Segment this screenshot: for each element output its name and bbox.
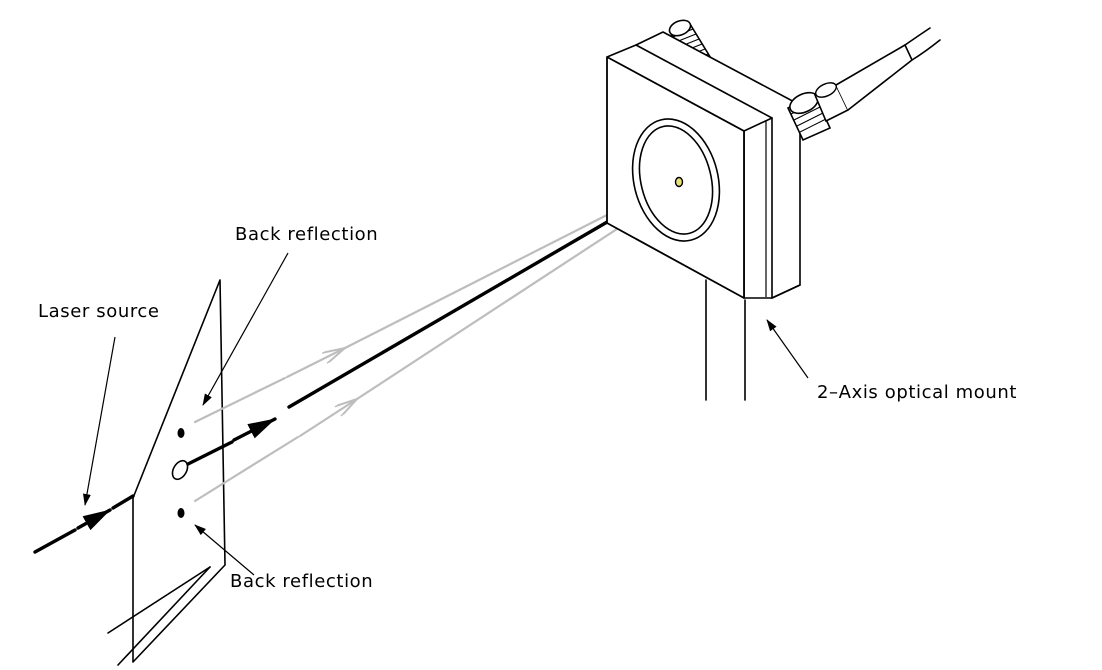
leader-back-reflection-bottom <box>194 524 255 576</box>
mount-front-plate <box>606 44 773 299</box>
fiber-core <box>674 176 684 188</box>
back-reflection-beam-upper <box>193 185 664 424</box>
label-back-reflection-bottom: Back reflection <box>230 571 373 592</box>
incoming-laser-beam <box>33 494 135 554</box>
leader-back-reflection-top <box>202 252 289 406</box>
alignment-card <box>107 279 226 666</box>
lens-ring <box>631 118 721 242</box>
optical-mount-post <box>705 279 746 401</box>
back-reflection-spot-top <box>177 428 185 438</box>
card-aperture-hole <box>171 459 189 481</box>
back-reflection-spot-bottom <box>177 508 185 518</box>
label-laser-source: Laser source <box>38 301 160 322</box>
fiber-connector <box>813 44 913 123</box>
label-back-reflection-top: Back reflection <box>235 224 378 245</box>
optical-fiber-cable <box>904 27 941 61</box>
leader-optical-mount <box>766 319 809 379</box>
leader-laser-source <box>82 336 116 506</box>
label-optical-mount: 2–Axis optical mount <box>817 382 1017 403</box>
